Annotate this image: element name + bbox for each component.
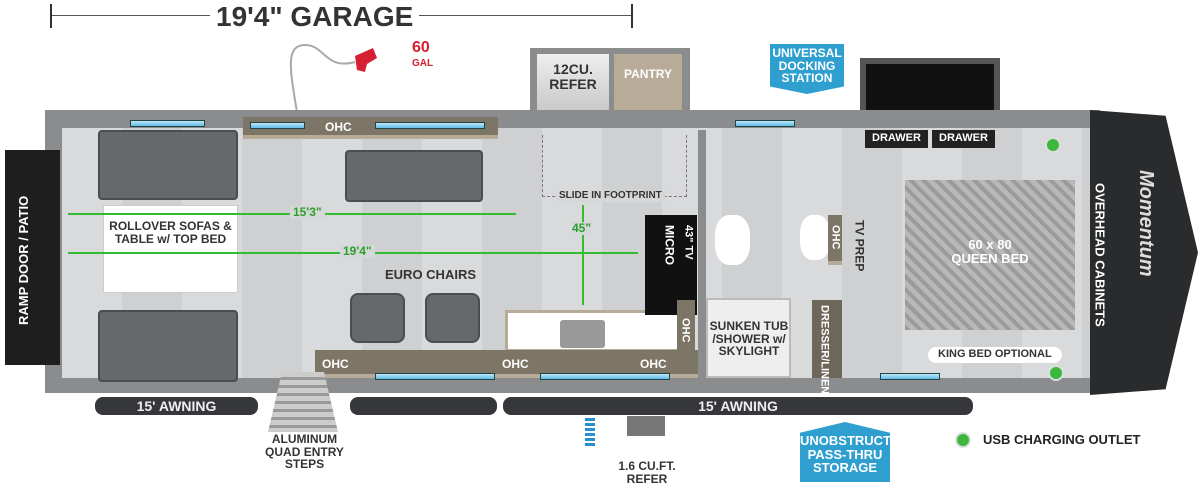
queen-bed (905, 180, 1075, 330)
outdoor-refer (627, 416, 665, 436)
sofas-label: ROLLOVER SOFAS & TABLE w/ TOP BED (109, 219, 232, 246)
dim-15-3-label: 15'3" (290, 206, 325, 219)
usb-legend-icon (955, 432, 971, 448)
drawer[interactable]: DRAWER (865, 130, 928, 148)
ohc-bath (828, 215, 842, 265)
ramp-door[interactable] (5, 150, 60, 365)
table (103, 205, 238, 293)
window (735, 120, 795, 127)
window (880, 373, 940, 380)
storage-rack (860, 58, 1000, 116)
king-bed-optional-label: KING BED OPTIONAL (928, 347, 1062, 363)
window (375, 122, 485, 129)
fuel-hose-icon (289, 43, 377, 113)
ohc-bottom-label: OHC (322, 357, 349, 371)
garage-length-label: 19'4" GARAGE (210, 2, 420, 31)
sunken-tub (706, 298, 791, 378)
sink (560, 320, 605, 348)
docking-station-callout: UNIVERSAL DOCKING STATION (770, 44, 844, 94)
ohc-bottom-label: OHC (502, 357, 529, 371)
euro-chair (350, 293, 405, 343)
window (540, 373, 670, 380)
dim-19-4-label: 19'4" (340, 245, 375, 258)
rollover-sofa-top (98, 130, 238, 200)
window (375, 373, 495, 380)
ohc-top-label: OHC (325, 120, 352, 134)
euro-chair (425, 293, 480, 343)
overhead-cabinets-label: OVERHEAD CABINETS (1092, 183, 1108, 327)
drawers: DRAWER DRAWER (865, 130, 995, 148)
bed-label: 60 x 80 QUEEN BED (951, 237, 1029, 266)
refer-label: 12CU. REFER (549, 61, 597, 92)
microwave (645, 215, 697, 315)
ohc-bath-label: OHC (829, 225, 842, 250)
window (250, 122, 305, 129)
fuel-unit: GAL (412, 58, 434, 69)
usb-outlet-icon (1048, 365, 1064, 381)
tv-prep-label: TV PREP (852, 220, 867, 272)
slide-footprint (542, 135, 687, 197)
euro-chairs-label: EURO CHAIRS (385, 267, 477, 282)
ohc-kitchen-label: OHC (679, 318, 692, 343)
ohc-bottom-label: OHC (640, 357, 667, 371)
tub-label: SUNKEN TUB /SHOWER w/ SKYLIGHT (709, 319, 789, 359)
fuel-amount: 60 (412, 39, 430, 56)
pass-thru-storage-callout: UNOBSTRUCTED PASS-THRU STORAGE (800, 422, 890, 482)
awning-right: 15' AWNING (503, 397, 973, 415)
drawer[interactable]: DRAWER (932, 130, 995, 148)
awning-left: 15' AWNING (95, 397, 258, 415)
bathroom-sink (800, 215, 830, 260)
slide-footprint-label: SLIDE IN FOOTPRINT (556, 190, 665, 202)
awning-mid (350, 397, 497, 415)
rollover-sofa-mid (345, 150, 483, 202)
micro-label: MICRO (662, 225, 677, 265)
steps-label: ALUMINUM QUAD ENTRY STEPS (265, 432, 344, 472)
rollover-sofa-bottom (98, 310, 238, 382)
ramp-door-label: RAMP DOOR / PATIO (16, 195, 31, 325)
dim-line-45 (582, 205, 584, 305)
bath-wall (698, 130, 706, 380)
toilet (715, 215, 750, 265)
pantry-label: PANTRY (624, 67, 672, 81)
usb-outlet-icon (1045, 137, 1061, 153)
garage-dim-tick-right (631, 4, 633, 28)
dresser (812, 300, 842, 378)
dresser-label: DRESSER/LINEN (818, 305, 831, 395)
window (130, 120, 205, 127)
fishing-rods (866, 64, 994, 110)
dim-45-label: 45" (572, 221, 592, 235)
garage-dim-tick-left (50, 4, 52, 28)
small-refer-label: 1.6 CU.FT. REFER (618, 459, 676, 486)
hose-coil-icon (585, 418, 595, 446)
momentum-logo: Momentum (1135, 170, 1157, 277)
usb-legend-label: USB CHARGING OUTLET (983, 432, 1141, 447)
tv-label: 43" TV (682, 225, 695, 260)
